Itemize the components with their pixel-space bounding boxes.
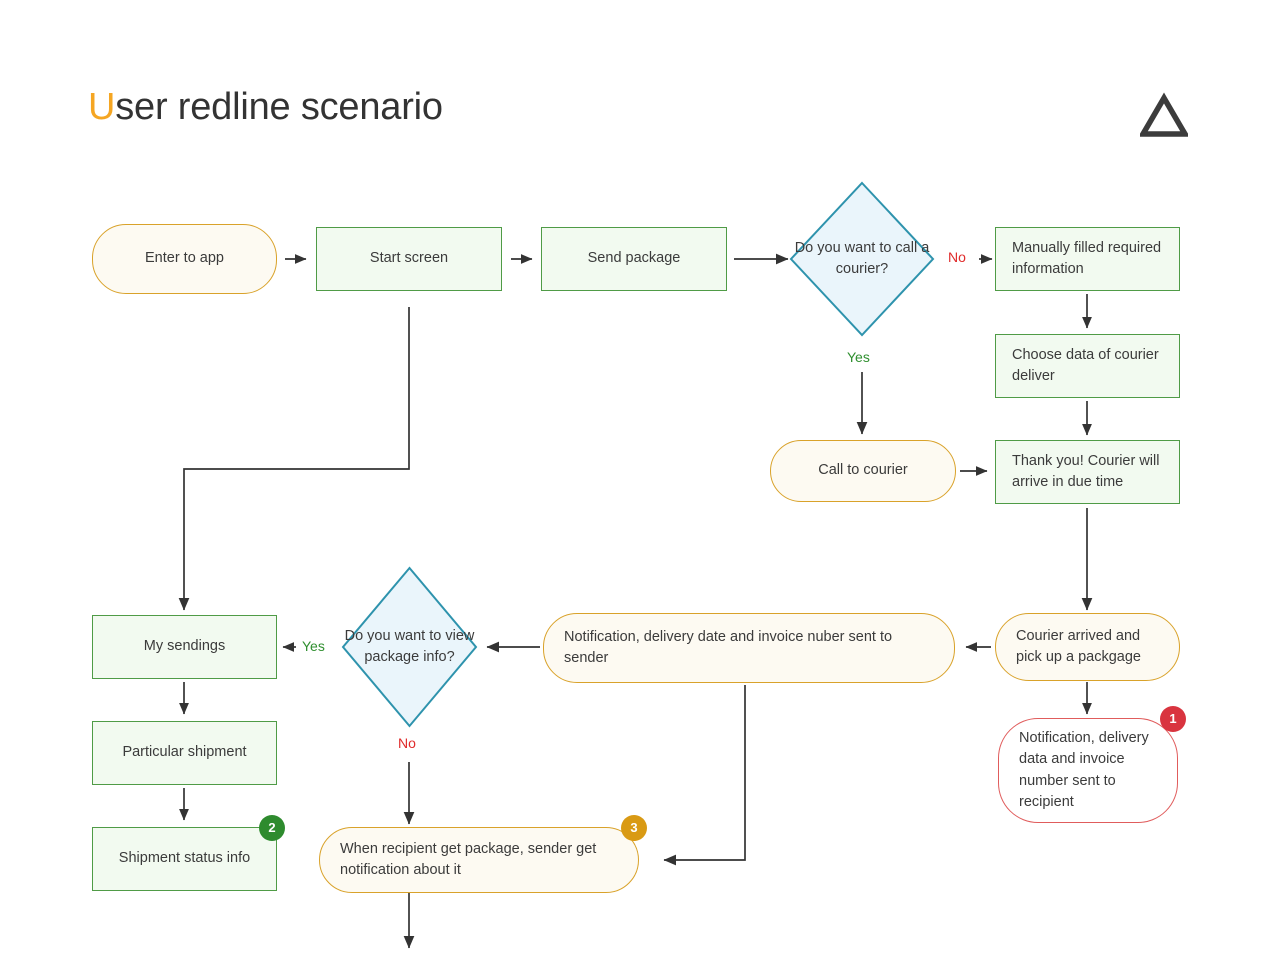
node-courier-arrived[interactable]: Courier arrived and pick up a packgage bbox=[995, 613, 1180, 681]
diamond-shape-icon bbox=[789, 181, 935, 337]
node-label: Send package bbox=[587, 250, 681, 267]
node-notify-sender[interactable]: Notification, delivery date and invoice … bbox=[543, 613, 955, 683]
node-call-to-courier[interactable]: Call to courier bbox=[770, 440, 956, 502]
node-label: Notification, delivery date and invoice … bbox=[564, 628, 893, 666]
node-send-package[interactable]: Send package bbox=[541, 227, 727, 291]
node-label: Do you want to view package info? bbox=[344, 628, 475, 665]
node-recipient-got[interactable]: When recipient get package, sender get n… bbox=[319, 815, 647, 893]
node-label: When recipient get package, sender get n… bbox=[340, 840, 597, 878]
node-label: Courier arrived and pick up a packgage bbox=[1016, 627, 1141, 665]
node-label: Thank you! Courier will arrive in due ti… bbox=[1012, 452, 1160, 490]
node-manually-filled[interactable]: Manually filled required information bbox=[995, 227, 1180, 291]
badge-2: 2 bbox=[259, 815, 285, 841]
edge-label-no-call-courier: No bbox=[948, 249, 966, 265]
node-label: Notification, delivery data and invoice … bbox=[1019, 730, 1149, 810]
node-decision-view-package[interactable]: Do you want to view package info? bbox=[341, 566, 478, 728]
node-my-sendings[interactable]: My sendings bbox=[92, 615, 277, 679]
node-label: Choose data of courier deliver bbox=[1012, 346, 1159, 384]
edge-notify-sender-to-recipient-got bbox=[663, 685, 746, 866]
page-title-rest: ser redline scenario bbox=[115, 86, 443, 128]
node-decision-call-courier[interactable]: Do you want to call a courier? bbox=[789, 181, 935, 337]
edge-label-yes-call-courier: Yes bbox=[847, 349, 870, 365]
badge-3: 3 bbox=[621, 815, 647, 841]
node-label: Enter to app bbox=[145, 250, 224, 267]
node-label: My sendings bbox=[143, 638, 226, 655]
node-label: Start screen bbox=[369, 250, 449, 267]
node-label: Shipment status info bbox=[118, 850, 251, 867]
node-label: Call to courier bbox=[818, 462, 908, 479]
diamond-shape-icon bbox=[341, 566, 478, 728]
node-label: Do you want to call a courier? bbox=[794, 240, 930, 277]
triangle-logo-icon bbox=[1140, 92, 1188, 137]
node-notify-recipient[interactable]: Notification, delivery data and invoice … bbox=[998, 706, 1186, 823]
edge-start-to-my-sendings bbox=[178, 307, 410, 611]
node-enter-to-app[interactable]: Enter to app bbox=[92, 224, 277, 294]
node-label: Manually filled required information bbox=[1012, 239, 1162, 277]
edge-label-no-view-package: No bbox=[398, 735, 416, 751]
node-particular-shipment[interactable]: Particular shipment bbox=[92, 721, 277, 785]
page-title: User redline scenario bbox=[88, 86, 443, 129]
node-choose-data[interactable]: Choose data of courier deliver bbox=[995, 334, 1180, 398]
edge-label-yes-view-package: Yes bbox=[302, 638, 325, 654]
page-title-accent: U bbox=[88, 86, 116, 128]
node-label: Particular shipment bbox=[122, 744, 247, 761]
badge-1: 1 bbox=[1160, 706, 1186, 732]
node-thank-you[interactable]: Thank you! Courier will arrive in due ti… bbox=[995, 440, 1180, 504]
node-start-screen[interactable]: Start screen bbox=[316, 227, 502, 291]
node-shipment-status[interactable]: Shipment status info 2 bbox=[92, 815, 285, 891]
